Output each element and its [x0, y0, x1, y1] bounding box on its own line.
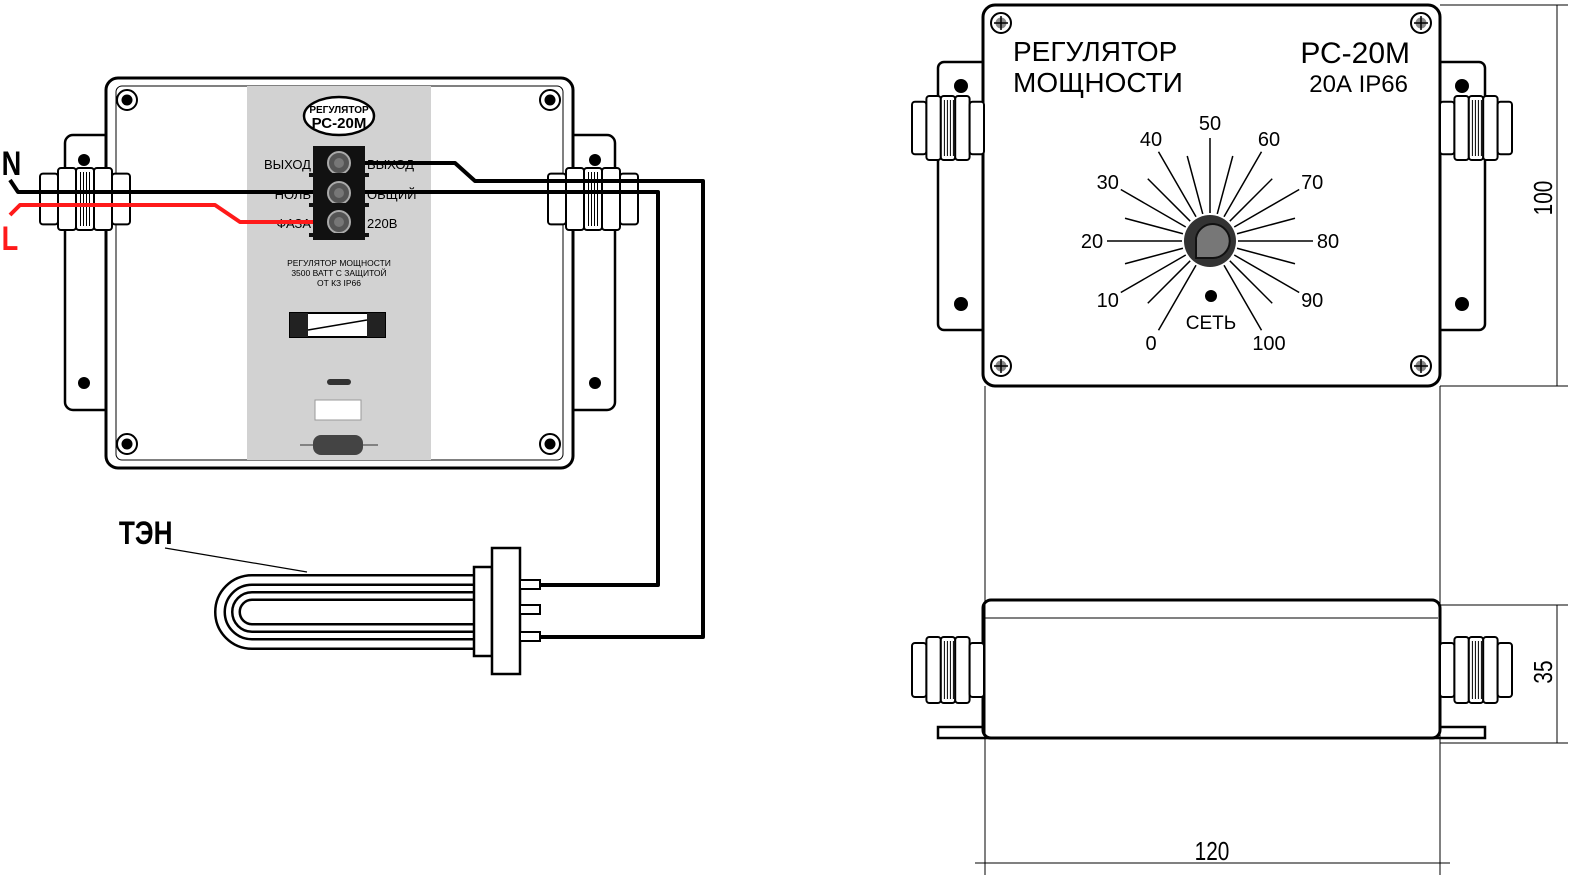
terminal-label-right: ОБЩИЙ: [367, 187, 417, 202]
dial-major-tick: [1157, 151, 1197, 218]
cable-gland: [911, 95, 985, 161]
dial-minor-tick: [1216, 155, 1234, 215]
mount-hole: [954, 79, 968, 93]
connector: [314, 399, 362, 421]
mount-hole: [78, 377, 90, 389]
terminal-label-right: 220В: [367, 216, 397, 231]
dial-major-tick: [1223, 151, 1263, 218]
panel-description: 3500 ВАТТ С ЗАЩИТОЙ: [291, 267, 386, 278]
dial-label: 10: [1097, 290, 1119, 312]
dial-minor-tick: [1124, 247, 1184, 265]
phase-wire: [8, 203, 313, 224]
mount-hole: [954, 297, 968, 311]
cable-gland: [547, 167, 639, 231]
logo-line1: РЕГУЛЯТОР: [309, 105, 369, 116]
front-spec: 20А IP66: [1309, 71, 1408, 98]
dimension-lines: [975, 4, 1568, 875]
terminal-label-left: ВЫХОД: [264, 157, 311, 172]
mount-hole: [78, 154, 90, 166]
dial-major-tick: [1233, 254, 1300, 294]
dial-minor-tick: [1147, 260, 1191, 304]
height-dimension: 100: [1529, 181, 1558, 216]
cable-gland: [911, 636, 985, 704]
screw-icon: [1410, 12, 1432, 34]
power-indicator-dot: [1205, 290, 1217, 302]
heater-label: ТЭН: [119, 517, 173, 552]
dial-label: 30: [1097, 172, 1119, 194]
screw-icon: [990, 12, 1012, 34]
fuse: [289, 312, 386, 338]
heater-leader-line: [164, 547, 308, 573]
screw-icon: [539, 89, 561, 111]
dial-minor-tick: [1229, 260, 1273, 304]
front-body: [981, 3, 1442, 388]
cable-gland: [1439, 636, 1513, 704]
front-model: РС-20М: [1300, 37, 1410, 70]
mount-hole: [1455, 297, 1469, 311]
dial-label: 70: [1301, 172, 1323, 194]
output-wire: [365, 161, 705, 639]
dial-label: 60: [1258, 129, 1280, 151]
dial-label: 80: [1317, 231, 1339, 253]
screw-icon: [116, 89, 138, 111]
dial-major-tick: [1120, 188, 1187, 228]
dial-label: 40: [1140, 129, 1162, 151]
front-title-line2: МОЩНОСТИ: [1013, 67, 1183, 98]
regulator-open-view: РЕГУЛЯТОР РС-20М ВЫХОД НОЛЬ ФАЗА ВЫХОД О…: [39, 76, 639, 470]
panel-description: РЕГУЛЯТОР МОЩНОСТИ: [287, 258, 391, 268]
terminal-label-left: НОЛЬ: [275, 187, 311, 202]
neutral-label: N: [2, 144, 22, 183]
led-indicator: [327, 379, 351, 385]
heating-element: [214, 546, 541, 676]
cable-gland: [39, 167, 131, 231]
dial-major-tick: [1233, 188, 1300, 228]
dial-minor-tick: [1147, 178, 1191, 222]
width-dimension: 120: [1195, 837, 1230, 866]
common-wire: [365, 190, 660, 587]
mount-hole: [589, 377, 601, 389]
screw-icon: [1410, 355, 1432, 377]
wiring: [8, 161, 705, 639]
dial-minor-tick: [1236, 247, 1296, 265]
mount-hole: [589, 154, 601, 166]
terminal-screw: [327, 210, 351, 234]
dial-major-tick: [1120, 254, 1187, 294]
neutral-wire: [8, 178, 313, 194]
power-label: СЕТЬ: [1186, 313, 1236, 334]
knob-pointer: [1195, 223, 1231, 259]
logo-badge: [302, 95, 376, 137]
regulator-front-view: РЕГУЛЯТОР МОЩНОСТИ РС-20М 20А IP66 0 10 20…: [911, 3, 1513, 388]
logo-line2: РС-20М: [312, 115, 367, 132]
dial-label: 90: [1301, 290, 1323, 312]
terminal-screw: [327, 151, 351, 175]
front-title-line1: РЕГУЛЯТОР: [1013, 36, 1177, 67]
screw-icon: [990, 355, 1012, 377]
cable-gland: [1439, 95, 1513, 161]
dial-minor-tick: [1236, 217, 1296, 235]
power-dial-scale: 0 10 20 30 40 50 60 70 80 90 100: [1081, 113, 1339, 355]
side-body: [981, 598, 1442, 740]
potentiometer-base: [313, 435, 363, 455]
regulator-side-view: [911, 598, 1513, 740]
dial-minor-tick: [1229, 178, 1273, 222]
line-label: L: [2, 219, 19, 258]
terminal-screw: [327, 181, 351, 205]
dial-minor-tick: [1124, 217, 1184, 235]
mount-hole: [1455, 79, 1469, 93]
dial-major-tick: [1157, 264, 1197, 331]
dial-label: 0: [1145, 333, 1156, 355]
dial-minor-tick: [1186, 155, 1204, 215]
dial-label: 20: [1081, 231, 1103, 253]
dial-label: 50: [1199, 113, 1221, 135]
depth-dimension: 35: [1529, 660, 1558, 683]
screw-icon: [539, 433, 561, 455]
dial-major-tick: [1223, 264, 1263, 331]
screw-icon: [116, 433, 138, 455]
panel-description: ОТ КЗ IP66: [317, 278, 361, 288]
dial-label: 100: [1252, 333, 1285, 355]
